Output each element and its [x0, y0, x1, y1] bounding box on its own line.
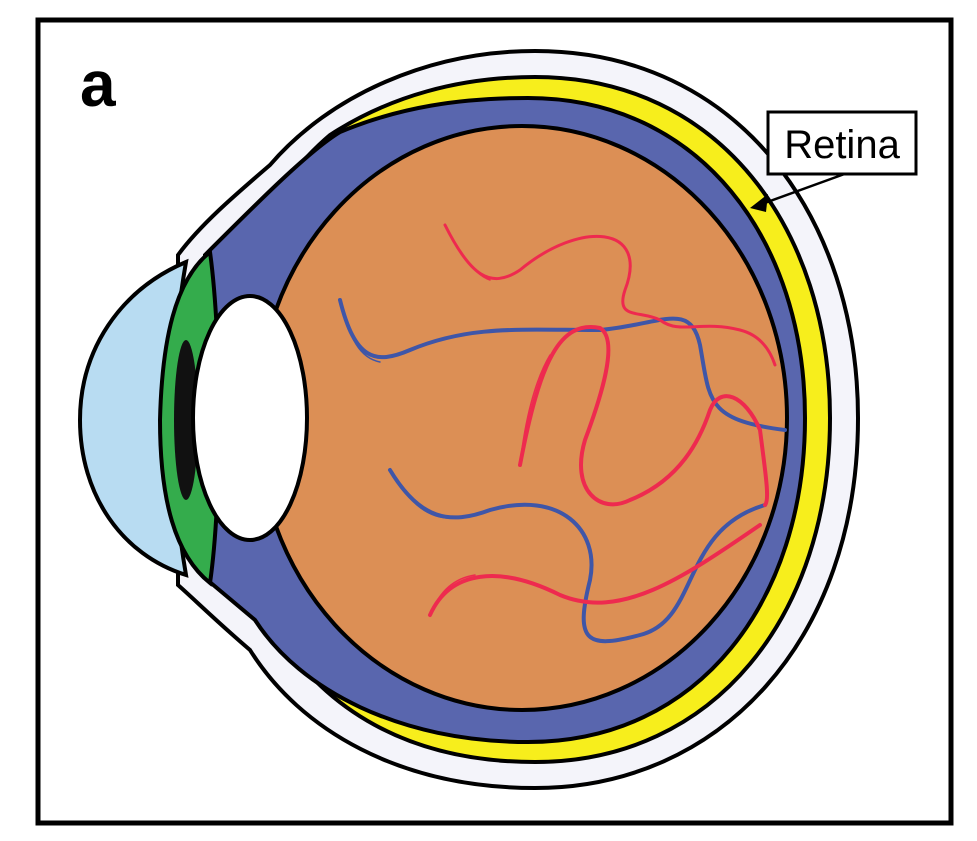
panel-letter: a: [80, 48, 116, 120]
arteries: [428, 223, 777, 617]
retina-callout: Retina: [750, 110, 918, 212]
callout-label-box: [766, 110, 918, 176]
callout-label: Retina: [784, 123, 900, 167]
artery-top: [443, 223, 777, 367]
vein-upper-thin: [339, 299, 381, 363]
pupil: [174, 340, 198, 500]
vein-lower-thin: [389, 469, 456, 519]
lens: [191, 294, 309, 542]
artery-top-thin: [444, 224, 491, 281]
artery-middle-thin: [519, 354, 551, 466]
callout-arrowhead-icon: [750, 194, 768, 212]
artery-lower-thin: [429, 574, 476, 616]
artery-lower: [428, 523, 762, 617]
callout-arrow-line: [761, 170, 851, 206]
artery-middle: [518, 325, 770, 507]
vein-lower: [388, 468, 767, 644]
